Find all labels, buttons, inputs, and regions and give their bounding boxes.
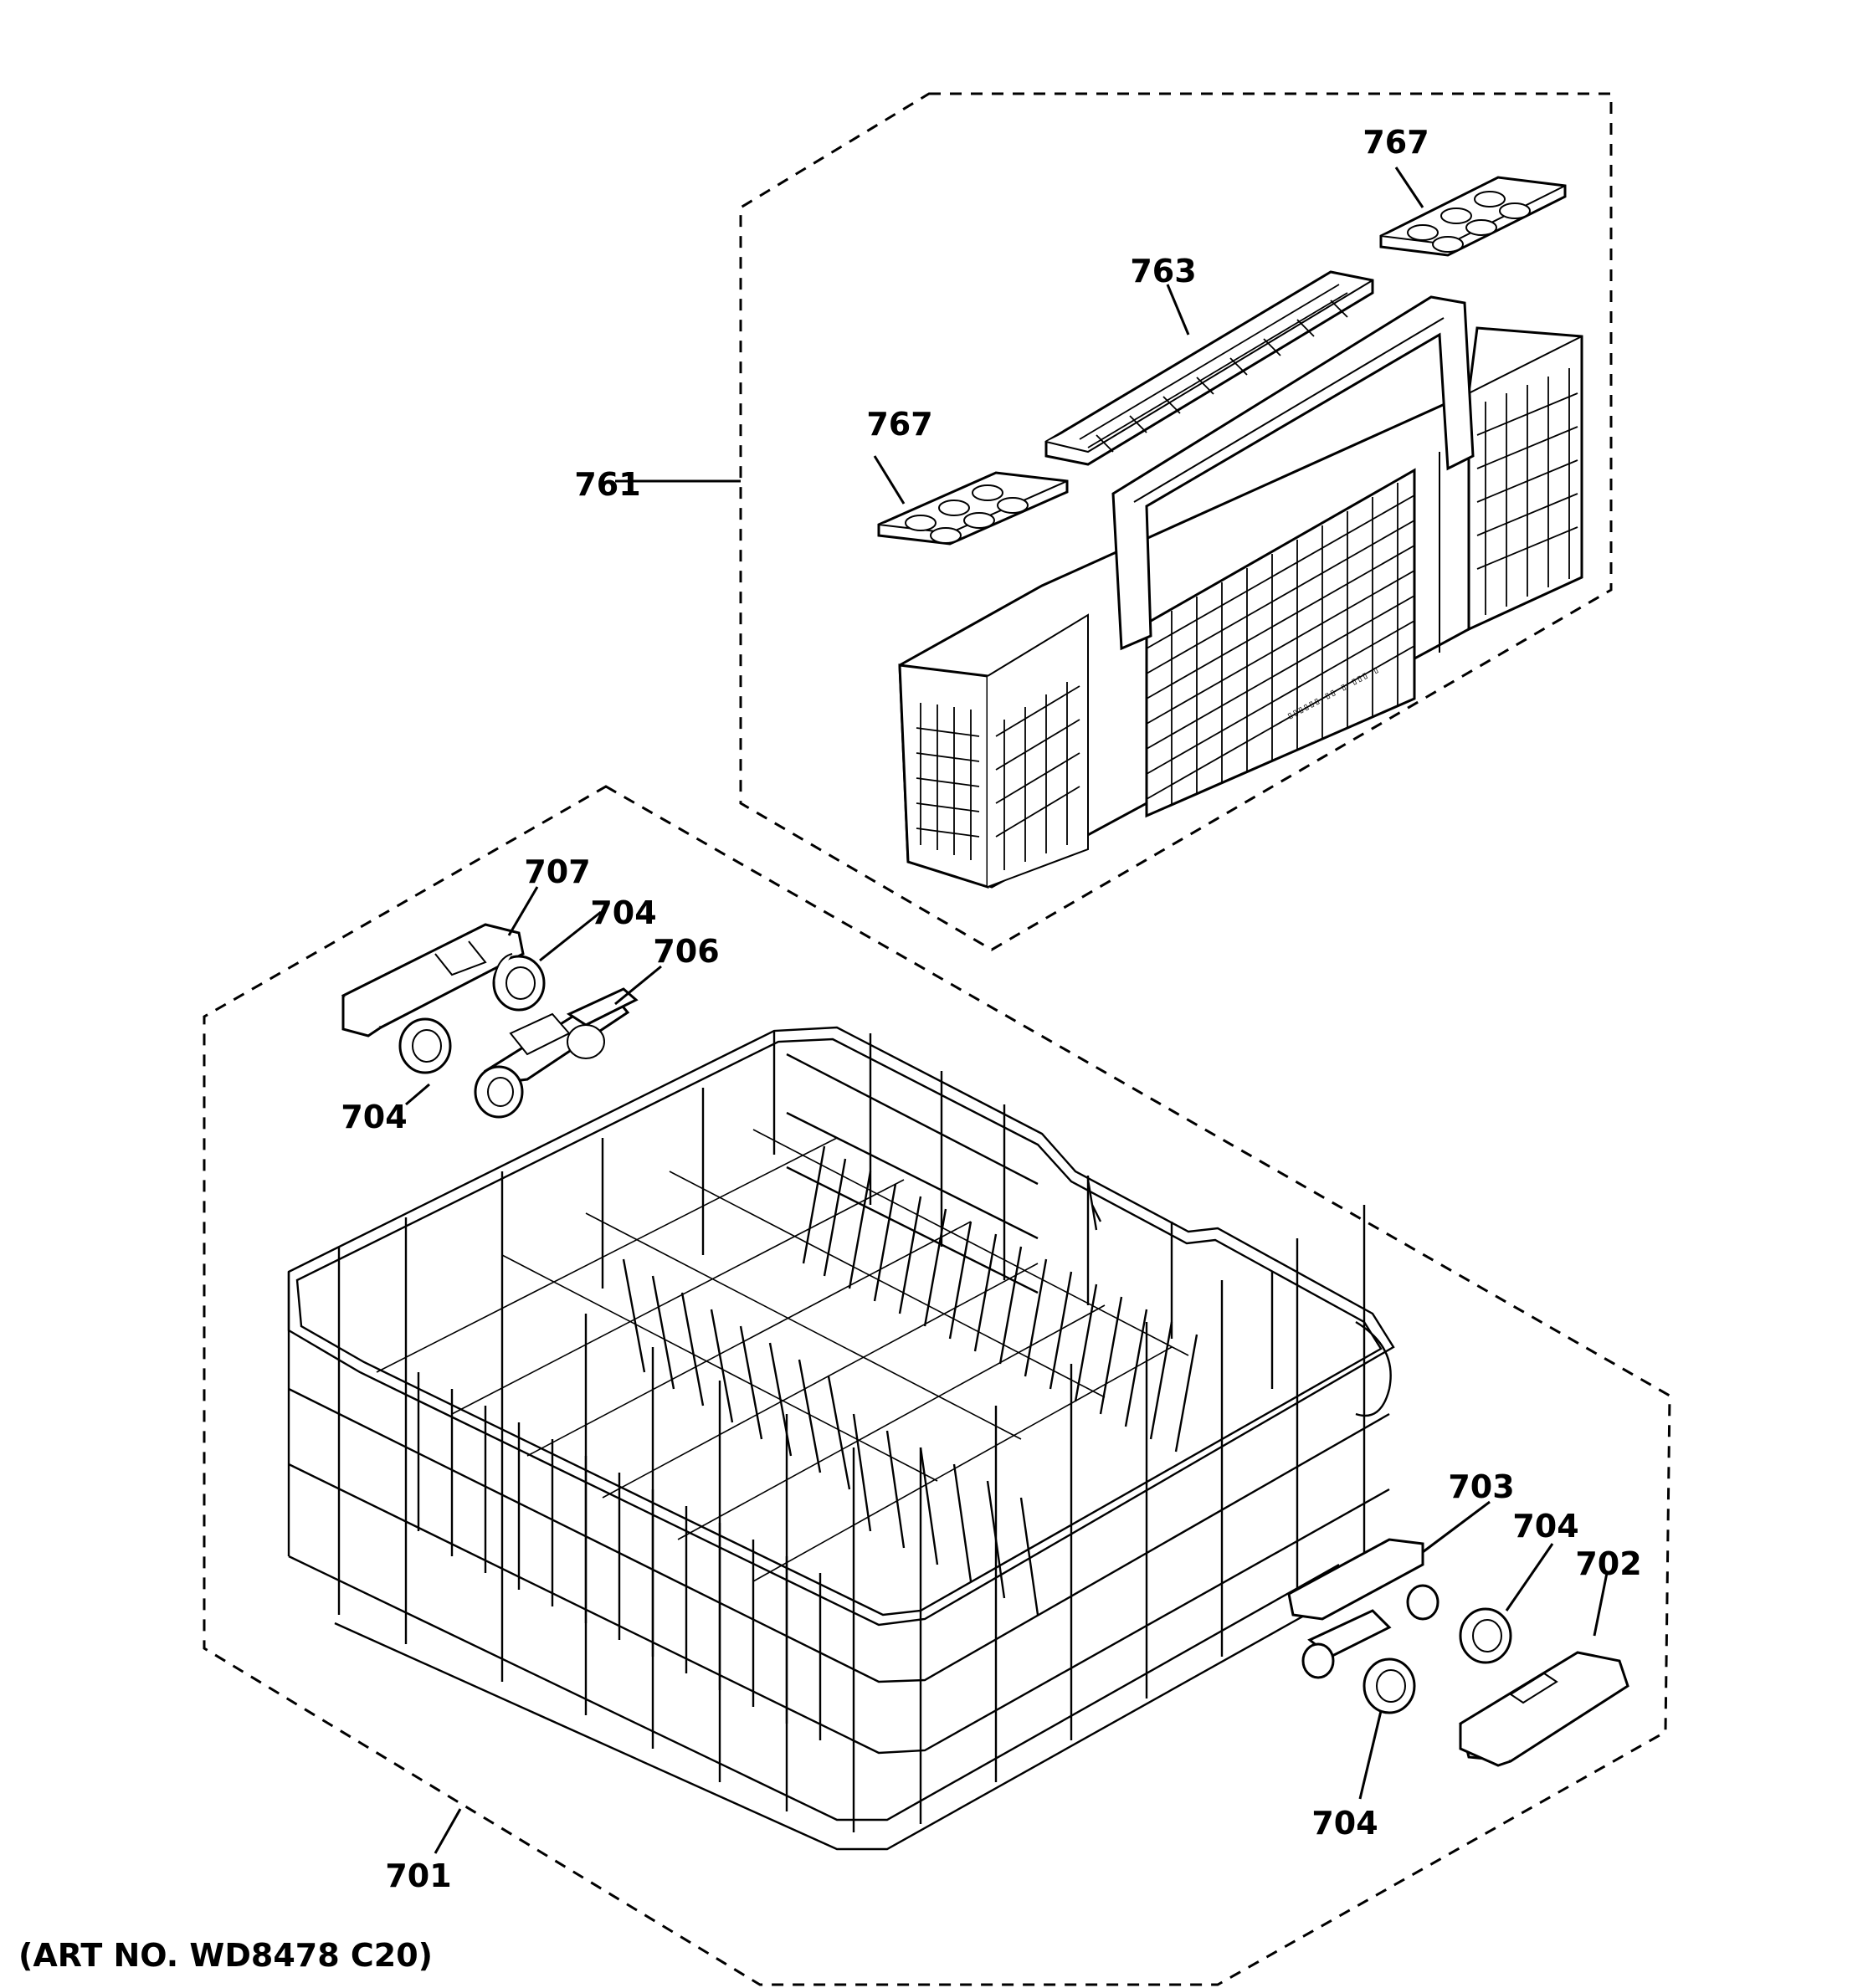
roller-704-a	[492, 953, 546, 1012]
lower-rack-group-boundary	[203, 785, 1671, 1986]
rack-end-cap-702	[1459, 1651, 1629, 1767]
basket-front-grid	[1146, 483, 1415, 805]
rack-clip-703	[1287, 1538, 1439, 1679]
callout-702: 702	[1575, 1545, 1641, 1582]
art-number: (ART NO. WD8478 C20)	[18, 1937, 433, 1974]
basket-left-grid	[916, 682, 1080, 870]
callout-706: 706	[653, 933, 719, 970]
basket-small-lid-left	[877, 471, 1069, 546]
callout-labels: 767 763 767 761 707 704 706 704 703 704 …	[341, 124, 1641, 1894]
callout-707: 707	[524, 853, 590, 890]
rack-roller-assembly-706	[474, 987, 639, 1119]
rack-clip-707	[341, 923, 525, 1038]
callout-767-left: 767	[866, 406, 932, 443]
callout-704-a: 704	[590, 894, 656, 931]
callout-704-c: 704	[1512, 1508, 1578, 1545]
leader-lines	[405, 167, 1609, 1854]
callout-761: 761	[574, 466, 640, 503]
callout-701: 701	[385, 1857, 451, 1894]
roller-704-c	[1459, 1607, 1512, 1664]
callout-704-d: 704	[1311, 1805, 1378, 1842]
callout-704-b: 704	[341, 1099, 407, 1135]
silverware-basket-group-boundary	[739, 92, 1613, 951]
roller-704-d	[1363, 1658, 1416, 1714]
silverware-basket: ▯▯▯▯▯▯ ▯▯ ▯ ▯▯▯ ▯	[898, 295, 1583, 889]
callout-767-top: 767	[1363, 124, 1429, 161]
basket-small-lid-right	[1379, 176, 1567, 257]
lower-rack	[287, 1026, 1395, 1851]
callout-763: 763	[1130, 253, 1196, 289]
basket-right-grid	[1476, 368, 1578, 615]
callout-703: 703	[1448, 1468, 1514, 1505]
basket-lid-center	[1044, 270, 1374, 466]
roller-704-b	[398, 1017, 452, 1074]
